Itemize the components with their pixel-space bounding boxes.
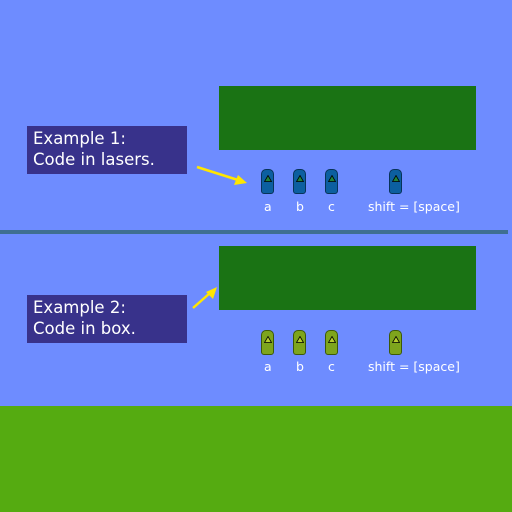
example-1-key-a-label: a (264, 199, 272, 214)
example-2-key-shift[interactable] (389, 330, 402, 355)
example-1-subtitle: Code in lasers. (33, 150, 155, 169)
triangle-icon (264, 336, 272, 343)
example-1-key-shift-label: shift = [space] (368, 199, 460, 214)
example-2-key-shift-label: shift = [space] (368, 359, 460, 374)
arrow-icon (192, 287, 217, 309)
example-1-key-a[interactable] (261, 169, 274, 194)
example-2-key-c-label: c (328, 359, 335, 374)
section-divider (0, 230, 508, 234)
example-1-key-b-label: b (296, 199, 304, 214)
triangle-icon (392, 336, 400, 343)
example-2-key-b[interactable] (293, 330, 306, 355)
example-1-key-c[interactable] (325, 169, 338, 194)
ground (0, 406, 512, 512)
example-2-display-screen (219, 246, 476, 310)
example-2-key-b-label: b (296, 359, 304, 374)
example-1-key-shift[interactable] (389, 169, 402, 194)
example-1-title: Example 1: (33, 129, 126, 148)
example-1-key-c-label: c (328, 199, 335, 214)
example-2-label: Example 2: Code in box. (27, 295, 187, 343)
triangle-icon (264, 175, 272, 182)
triangle-icon (296, 175, 304, 182)
example-2-title: Example 2: (33, 298, 126, 317)
example-1-label: Example 1: Code in lasers. (27, 126, 187, 174)
triangle-icon (328, 175, 336, 182)
example-1-display-screen (219, 86, 476, 150)
example-2-key-a[interactable] (261, 330, 274, 355)
example-2-key-a-label: a (264, 359, 272, 374)
triangle-icon (328, 336, 336, 343)
arrow-icon (196, 165, 247, 185)
example-1-key-b[interactable] (293, 169, 306, 194)
example-2-subtitle: Code in box. (33, 319, 136, 338)
triangle-icon (392, 175, 400, 182)
triangle-icon (296, 336, 304, 343)
example-2-key-c[interactable] (325, 330, 338, 355)
